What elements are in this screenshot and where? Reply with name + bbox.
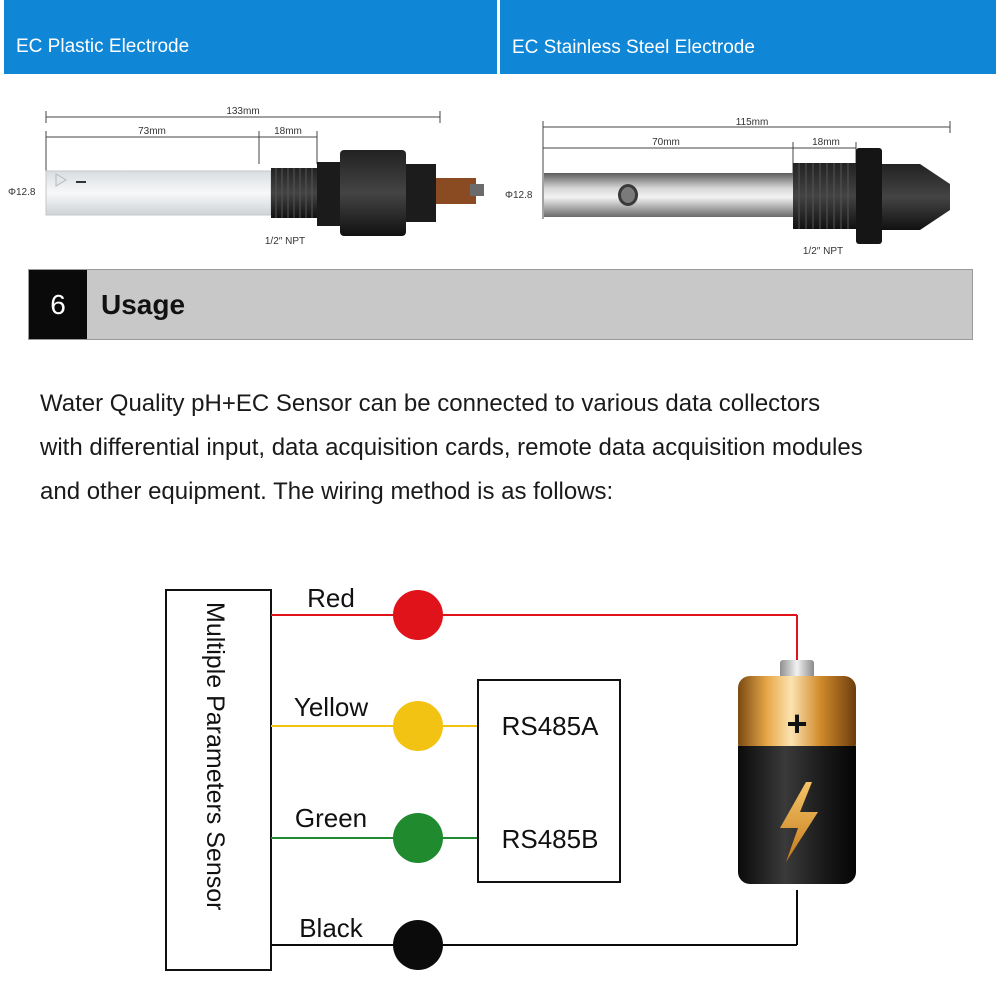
- section-title: Usage: [101, 289, 186, 320]
- plastic-thread-length: 18mm: [274, 126, 302, 137]
- tab-label: EC Plastic Electrode: [16, 36, 190, 57]
- tab-ec-stainless-steel-electrode[interactable]: EC Stainless Steel Electrode: [500, 0, 996, 74]
- rs485-module-box: [477, 679, 621, 883]
- stainless-electrode: 115mm 70mm 18mm Φ12.8 1/2″ NPT: [505, 117, 951, 257]
- electrode-drawings: 133mm 73mm 18mm Φ12.8 1/2″ NPT: [8, 106, 951, 257]
- wire-label-green: Green: [295, 803, 367, 833]
- section-header: 6 Usage: [28, 269, 973, 340]
- green-terminal-dot: [393, 813, 443, 863]
- plastic-thread-spec: 1/2″ NPT: [265, 236, 305, 247]
- wire-label-black: Black: [299, 913, 364, 943]
- intro-paragraph: Water Quality pH+EC Sensor can be connec…: [40, 382, 980, 514]
- yellow-terminal-dot: [393, 701, 443, 751]
- intro-line: and other equipment. The wiring method i…: [40, 478, 614, 505]
- steel-thread-spec: 1/2″ NPT: [803, 246, 843, 257]
- wiring-diagram: Multiple Parameters Sensor Red Yellow Gr…: [165, 583, 856, 971]
- intro-line: Water Quality pH+EC Sensor can be connec…: [40, 390, 821, 417]
- intro-line: with differential input, data acquisitio…: [40, 434, 863, 461]
- rs485b-label: RS485B: [502, 824, 599, 854]
- battery-icon: +: [738, 660, 856, 884]
- steel-diameter: Φ12.8: [505, 190, 533, 201]
- wire-label-yellow: Yellow: [294, 692, 368, 722]
- steel-body-length: 70mm: [652, 137, 680, 148]
- plastic-diameter: Φ12.8: [8, 187, 36, 198]
- plastic-total-length: 133mm: [226, 106, 259, 117]
- tab-label: EC Stainless Steel Electrode: [512, 37, 755, 58]
- section-number: 6: [29, 270, 87, 339]
- wire-label-red: Red: [307, 583, 355, 613]
- plastic-body-length: 73mm: [138, 126, 166, 137]
- steel-total-length: 115mm: [736, 117, 769, 128]
- black-terminal-dot: [393, 920, 443, 970]
- steel-thread-length: 18mm: [812, 137, 840, 148]
- plastic-electrode: 133mm 73mm 18mm Φ12.8 1/2″ NPT: [8, 106, 484, 247]
- battery-plus-sign: +: [786, 703, 807, 744]
- rs485a-label: RS485A: [502, 711, 599, 741]
- sensor-label: Multiple Parameters Sensor: [201, 602, 229, 910]
- tab-ec-plastic-electrode[interactable]: EC Plastic Electrode: [4, 0, 497, 74]
- sensor-box: [165, 589, 272, 971]
- red-terminal-dot: [393, 590, 443, 640]
- lightning-bolt-icon: [780, 782, 818, 862]
